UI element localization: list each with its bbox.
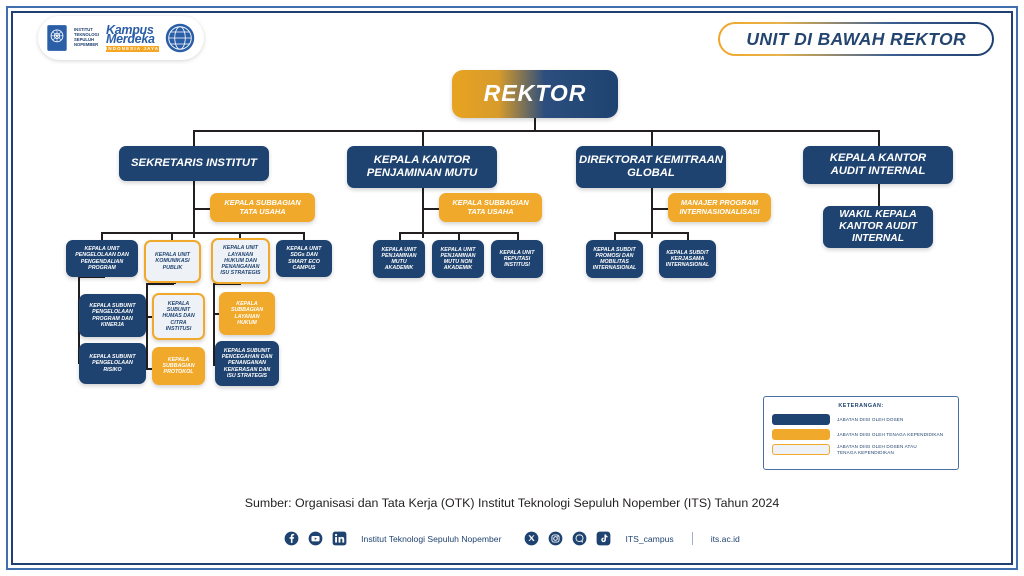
connector-to-kai	[878, 130, 880, 146]
legend-title: KETERANGAN:	[838, 403, 884, 409]
linkedin-icon[interactable]	[332, 531, 347, 546]
page-title: UNIT DI BAWAH REKTOR	[746, 28, 966, 49]
legend-swatch-white	[772, 444, 830, 456]
its-wordmark: INSTITUT TEKNOLOGI SEPULUH NOPEMBER	[74, 27, 99, 47]
connector-sek-u3-sub-trunk	[213, 283, 215, 365]
connector-sekretaris-unit-bus	[101, 232, 303, 234]
page-title-banner: UNIT DI BAWAH REKTOR	[718, 22, 994, 56]
its-globe-icon	[165, 23, 195, 53]
connector-dkg-u1-drop	[614, 232, 616, 240]
its-logo-icon	[47, 25, 67, 51]
legend-swatch-gold	[772, 429, 830, 440]
footer-website: its.ac.id	[710, 533, 740, 544]
connector-to-kpm	[422, 130, 424, 146]
footer-institution-name: Institut Teknologi Sepuluh Nopember	[361, 533, 502, 544]
connector-dkg-unit-bus	[614, 232, 688, 234]
legend-label-tendik: JABATAN DIISI OLEH TENAGA KEPENDIDIKAN	[837, 431, 944, 437]
x-twitter-icon[interactable]	[524, 531, 539, 546]
legend-item-dosen: JABATAN DIISI OLEH DOSEN	[772, 414, 950, 425]
connector-kpm-to-tu	[422, 208, 439, 210]
connector-kpm-u2-drop	[458, 232, 460, 240]
connector-sek-u2-top	[146, 283, 174, 285]
connector-sek-u4-drop	[303, 232, 305, 240]
connector-kpm-u3-drop	[517, 232, 519, 240]
connector-sek-u1-drop	[101, 232, 103, 240]
connector-level1-bus	[193, 130, 879, 132]
legend-label-dosen: JABATAN DIISI OLEH DOSEN	[837, 416, 904, 422]
instagram-icon[interactable]	[548, 531, 563, 546]
youtube-icon[interactable]	[308, 531, 323, 546]
connector-to-dkg	[651, 130, 653, 146]
footer-divider	[691, 532, 693, 545]
legend-box: KETERANGAN: JABATAN DIISI OLEH DOSEN JAB…	[763, 396, 959, 470]
connector-dkg-to-mgr	[651, 208, 668, 210]
connector-rektor-stem	[534, 118, 536, 131]
kampus-merdeka-logo: Kampus Merdeka INDONESIA JAYA	[106, 22, 160, 53]
kampus-merdeka-line2: Merdeka	[106, 32, 155, 47]
legend-item-tendik: JABATAN DIISI OLEH TENAGA KEPENDIDIKAN	[772, 429, 950, 440]
tiktok-icon[interactable]	[596, 531, 611, 546]
logo-pill: INSTITUT TEKNOLOGI SEPULUH NOPEMBER Kamp…	[38, 16, 204, 60]
legend-swatch-navy	[772, 414, 830, 425]
threads-icon[interactable]	[572, 531, 587, 546]
connector-sek-u1-sub-trunk	[78, 276, 80, 363]
connector-sekretaris-to-tu	[193, 208, 210, 210]
kampus-merdeka-tagline: INDONESIA JAYA	[106, 45, 160, 53]
connector-to-sekretaris	[193, 130, 195, 146]
connector-sek-u2-sub-trunk	[146, 283, 148, 370]
connector-kai-to-wakil	[878, 180, 880, 206]
source-note: Sumber: Organisasi dan Tata Kerja (OTK) …	[244, 496, 780, 510]
connector-dkg-u2-drop	[687, 232, 689, 240]
kampus-merdeka-line1: Kampus	[106, 22, 154, 37]
connector-sek-u3-drop	[239, 232, 241, 240]
footer-social-handle: ITS_campus	[625, 533, 674, 544]
facebook-icon[interactable]	[284, 531, 299, 546]
node-sekretaris-institut[interactable]: SEKRETARIS INSTITUT	[119, 146, 269, 181]
node-rektor[interactable]: REKTOR	[452, 70, 618, 118]
connector-sek-u2-drop	[171, 232, 173, 240]
connector-kpm-u1-drop	[399, 232, 401, 240]
footer-social-bar: Institut Teknologi Sepuluh Nopember ITS_…	[0, 531, 1024, 546]
